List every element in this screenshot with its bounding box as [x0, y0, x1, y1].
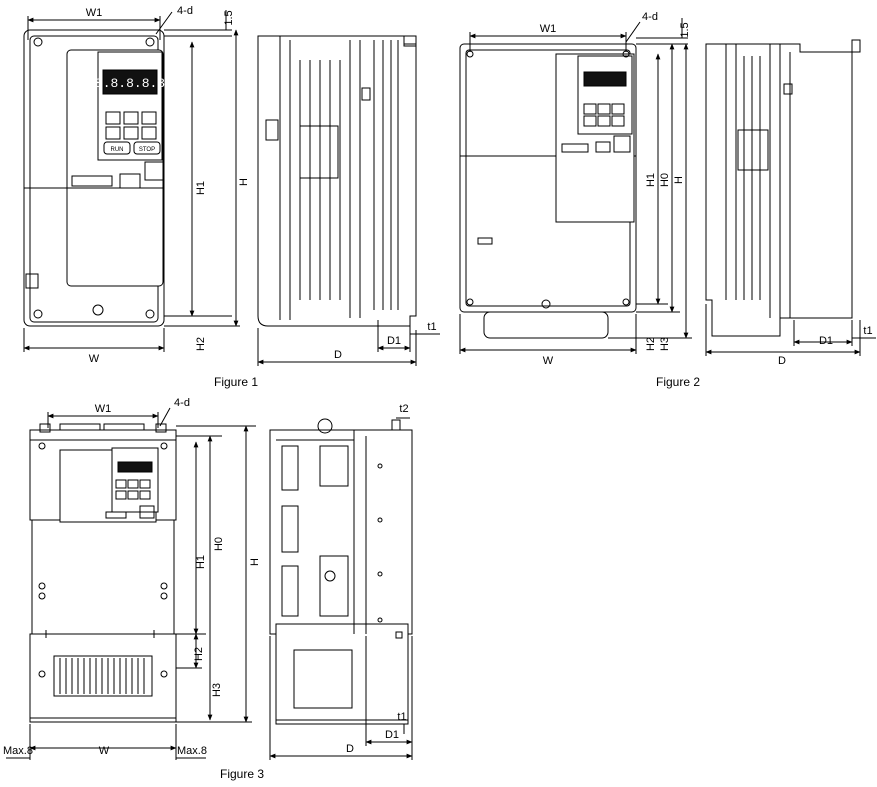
figure-2-caption: Figure 2	[656, 375, 700, 389]
figure-3-front-view	[29, 423, 177, 723]
label-hole: 4-d	[642, 11, 658, 23]
figure-1: 8.8.8.8.8 RUN STOP	[23, 5, 440, 389]
figure-2-labels: W1 4-d 1.5 H1 H0 H H2 H3 W D D1 t1 Figur…	[540, 11, 873, 389]
label-h: H	[238, 178, 250, 186]
figure-1-labels: W1 4-d 1.5 H1 H H2 W D D1 t1 Figure 1	[86, 5, 437, 389]
label-d: D	[346, 743, 354, 755]
label-w: W	[543, 355, 554, 367]
label-h1: H1	[195, 555, 207, 569]
figure-3: W1 4-d H0 H1 H H2 H3 W Max.8 Max.8 D D1 …	[3, 397, 413, 781]
label-h3: H3	[659, 337, 671, 351]
label-h: H	[249, 558, 261, 566]
figure-1-side-view	[257, 35, 417, 327]
figure-2-side-view	[705, 39, 861, 337]
figure-3-side-view	[269, 418, 413, 725]
label-h1: H1	[195, 181, 207, 195]
figure-1-caption: Figure 1	[214, 375, 258, 389]
vent-grille	[53, 655, 153, 697]
label-h2: H2	[645, 337, 657, 351]
run-key-label: RUN	[111, 147, 124, 153]
label-h1: H1	[645, 173, 657, 187]
label-h3: H3	[211, 683, 223, 697]
figure-2-dimensions	[459, 18, 876, 356]
label-t1: t1	[863, 325, 872, 337]
figure-3-labels: W1 4-d H0 H1 H H2 H3 W Max.8 Max.8 D D1 …	[3, 397, 409, 781]
label-w: W	[99, 745, 110, 757]
label-d1: D1	[819, 335, 833, 347]
label-max-left: Max.8	[3, 745, 33, 757]
figure-2: W1 4-d 1.5 H1 H0 H H2 H3 W D D1 t1 Figur…	[459, 11, 876, 389]
label-h0: H0	[659, 173, 671, 187]
figure-1-front-view: 8.8.8.8.8 RUN STOP	[23, 29, 165, 327]
figure-2-front-view	[459, 43, 637, 339]
stop-key-label: STOP	[139, 147, 155, 153]
label-w1: W1	[86, 7, 103, 19]
label-hole: 4-d	[174, 397, 190, 409]
label-d1: D1	[385, 729, 399, 741]
keypad-display	[102, 69, 158, 95]
label-h2: H2	[193, 647, 205, 661]
label-w: W	[89, 353, 100, 365]
label-h0: H0	[213, 537, 225, 551]
label-w1: W1	[540, 23, 557, 35]
figure-3-dimensions	[6, 407, 413, 760]
label-h2: H2	[195, 337, 207, 351]
label-t2: t2	[399, 403, 408, 415]
label-d1: D1	[387, 335, 401, 347]
label-w1: W1	[95, 403, 112, 415]
label-top-clearance: 1.5	[223, 10, 235, 25]
label-max-right: Max.8	[177, 745, 207, 757]
label-d: D	[334, 349, 342, 361]
label-hole: 4-d	[177, 5, 193, 17]
label-t1: t1	[397, 711, 406, 723]
figure-3-caption: Figure 3	[220, 767, 264, 781]
keypad-display-text: 8.8.8.8.8	[95, 76, 165, 91]
label-h: H	[673, 176, 685, 184]
label-t1: t1	[427, 321, 436, 333]
figure-1-dimensions	[23, 10, 440, 366]
label-top-clearance: 1.5	[679, 22, 691, 37]
label-d: D	[778, 355, 786, 367]
